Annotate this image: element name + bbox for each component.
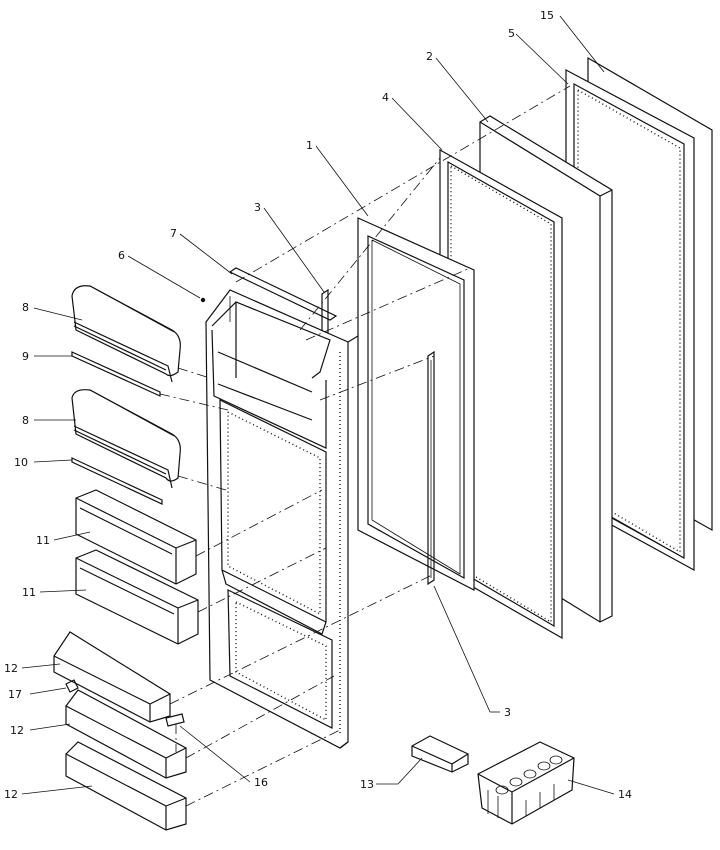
callout-12-middle: 12 bbox=[10, 724, 24, 737]
part-12-bin-middle bbox=[65, 689, 187, 779]
part-17-clip bbox=[65, 679, 79, 693]
leader-lines bbox=[21, 15, 615, 795]
door-liner bbox=[205, 289, 359, 749]
part-10-rod bbox=[71, 457, 163, 505]
callout-2: 2 bbox=[426, 50, 433, 63]
callout-3-upper: 3 bbox=[254, 201, 261, 214]
part-3-trim-strip-right bbox=[427, 350, 435, 586]
part-12-bin-upper bbox=[53, 631, 171, 723]
callout-3-lower: 3 bbox=[504, 706, 511, 719]
part-11-shelf-upper bbox=[75, 489, 197, 585]
callout-10: 10 bbox=[14, 456, 28, 469]
callout-4: 4 bbox=[382, 91, 389, 104]
callout-5: 5 bbox=[508, 27, 515, 40]
callout-12-lower: 12 bbox=[4, 788, 18, 801]
callout-labels: 15 5 2 4 1 3 7 6 8 9 8 10 11 11 12 17 12… bbox=[4, 9, 632, 801]
part-11-shelf-lower bbox=[75, 549, 199, 645]
callout-16: 16 bbox=[254, 776, 268, 789]
callout-11-lower: 11 bbox=[22, 586, 36, 599]
assembly-lines bbox=[159, 85, 571, 807]
callout-15: 15 bbox=[540, 9, 554, 22]
part-6-screw bbox=[200, 297, 206, 303]
callout-6: 6 bbox=[118, 249, 125, 262]
callout-7: 7 bbox=[170, 227, 177, 240]
callout-14: 14 bbox=[618, 788, 632, 801]
callout-12-upper: 12 bbox=[4, 662, 18, 675]
part-13-tray bbox=[411, 735, 469, 773]
part-1-breaker-frame bbox=[357, 217, 475, 591]
part-9-rod bbox=[71, 351, 161, 397]
callout-8-lower: 8 bbox=[22, 414, 29, 427]
part-12-bin-lower bbox=[65, 741, 187, 831]
callout-9: 9 bbox=[22, 350, 29, 363]
part-14-egg-tray bbox=[477, 741, 575, 825]
callout-13: 13 bbox=[360, 778, 374, 791]
part-8-dairy-door-lower bbox=[71, 389, 181, 489]
part-8-dairy-door-upper bbox=[71, 285, 181, 383]
part-16-clip bbox=[165, 713, 185, 727]
callout-11-upper: 11 bbox=[36, 534, 50, 547]
callout-1: 1 bbox=[306, 139, 313, 152]
callout-8-upper: 8 bbox=[22, 301, 29, 314]
callout-17: 17 bbox=[8, 688, 22, 701]
part-7-top-trim bbox=[228, 267, 338, 321]
